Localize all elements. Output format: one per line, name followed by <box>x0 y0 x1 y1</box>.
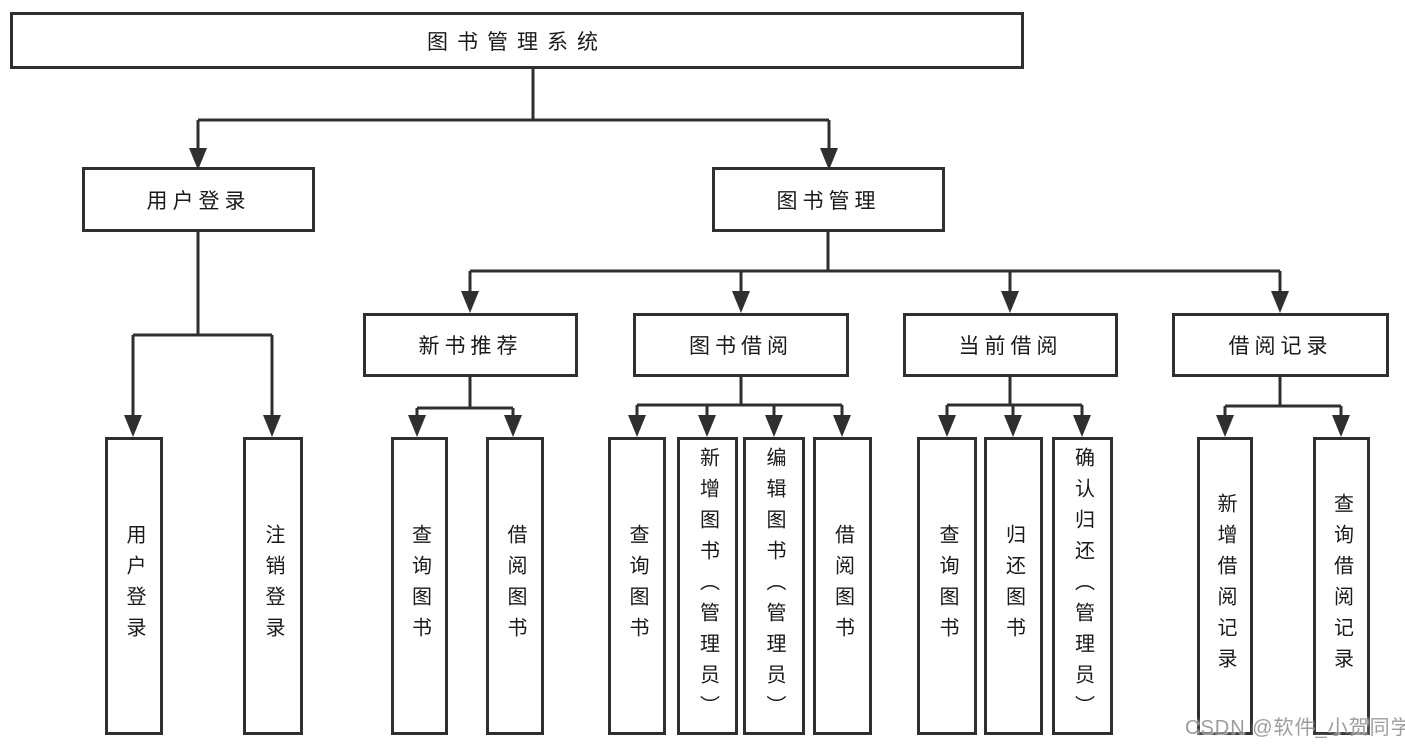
arrow-down-icon <box>189 148 207 170</box>
leaf-logout: 注销登录 <box>243 437 303 735</box>
node-label: 用户登录 <box>123 524 145 648</box>
arrow-down-icon <box>1271 291 1289 313</box>
arrow-down-icon <box>732 291 750 313</box>
node-label: 确认归还（管理员） <box>1071 446 1094 726</box>
node-label: 图书借阅 <box>689 335 793 358</box>
node-label: 图书管理 <box>776 189 881 213</box>
node-label: 查询借阅记录 <box>1330 493 1353 679</box>
node-label: 归还图书 <box>1002 524 1025 648</box>
node-label: 查询图书 <box>626 524 648 648</box>
node-library-management-system: 图书管理系统 <box>10 12 1024 69</box>
csdn-watermark: CSDN @软件_小贺同学 <box>1185 717 1405 739</box>
arrow-down-icon <box>263 415 281 437</box>
node-label: 借阅图书 <box>504 524 526 648</box>
arrow-down-icon <box>820 148 838 170</box>
leaf-confirm-return-admin: 确认归还（管理员） <box>1052 437 1113 735</box>
leaf-add-books-admin: 新增图书（管理员） <box>677 437 738 735</box>
arrow-down-icon <box>833 415 851 437</box>
arrowhead-icons <box>124 148 1350 437</box>
arrow-down-icon <box>765 415 783 437</box>
leaf-query-books-borrowing: 查询图书 <box>608 437 666 735</box>
arrow-down-icon <box>504 415 522 437</box>
node-label: 用户登录 <box>146 189 251 213</box>
node-new-book-recommendation: 新书推荐 <box>363 313 578 377</box>
node-label: 借阅图书 <box>831 524 854 648</box>
leaf-borrow-books-recommend: 借阅图书 <box>486 437 544 735</box>
arrow-down-icon <box>1004 415 1022 437</box>
arrow-down-icon <box>1216 415 1234 437</box>
node-label: 注销登录 <box>262 524 284 648</box>
leaf-query-borrow-record: 查询借阅记录 <box>1313 437 1370 735</box>
node-label: 编辑图书（管理员） <box>763 446 785 726</box>
leaf-borrow-books: 借阅图书 <box>813 437 872 735</box>
leaf-query-books-recommend: 查询图书 <box>391 437 448 735</box>
arrow-down-icon <box>124 415 142 437</box>
arrow-down-icon <box>1001 291 1019 313</box>
node-label: 新书推荐 <box>418 335 523 358</box>
leaf-return-books: 归还图书 <box>984 437 1043 735</box>
node-label: 查询图书 <box>408 524 431 648</box>
node-current-borrowing: 当前借阅 <box>903 313 1118 377</box>
arrow-down-icon <box>628 415 646 437</box>
arrow-down-icon <box>938 415 956 437</box>
node-book-borrowing: 图书借阅 <box>633 313 849 377</box>
node-book-management: 图书管理 <box>712 167 945 232</box>
leaf-user-login: 用户登录 <box>105 437 163 735</box>
node-label: 新增借阅记录 <box>1214 493 1236 679</box>
arrow-down-icon <box>408 415 426 437</box>
node-label: 查询图书 <box>936 524 958 648</box>
leaf-query-books-current: 查询图书 <box>917 437 977 735</box>
leaf-add-borrow-record: 新增借阅记录 <box>1197 437 1253 735</box>
leaf-edit-books-admin: 编辑图书（管理员） <box>743 437 805 735</box>
node-label: 新增图书（管理员） <box>696 446 719 726</box>
node-label: 图书管理系统 <box>427 30 607 54</box>
node-borrowing-records: 借阅记录 <box>1172 313 1389 377</box>
node-label: 当前借阅 <box>958 335 1063 358</box>
node-user-login: 用户登录 <box>82 167 315 232</box>
arrow-down-icon <box>698 415 716 437</box>
node-label: 借阅记录 <box>1228 335 1333 358</box>
connector-path <box>131 69 1343 418</box>
arrow-down-icon <box>461 291 479 313</box>
arrow-down-icon <box>1332 415 1350 437</box>
arrow-down-icon <box>1073 415 1091 437</box>
